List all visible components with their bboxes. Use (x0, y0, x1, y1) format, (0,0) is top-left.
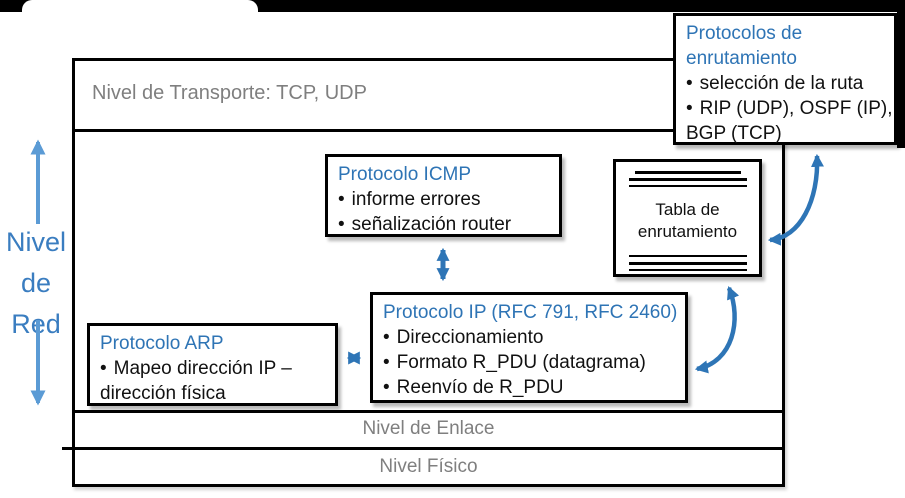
bullet-dot: • (686, 73, 693, 94)
ip-bullet-3: • Reenvío de R_PDU (383, 375, 675, 400)
network-level-line1: Nivel (5, 227, 66, 257)
table-lines-icon (634, 171, 741, 174)
divider-tick (62, 447, 74, 450)
protocol-stack-frame (72, 58, 785, 487)
routing-table-box: Tabla de enrutamiento (613, 159, 762, 277)
network-level-line2: de (20, 268, 52, 298)
bullet-dot: • (338, 189, 345, 210)
ip-bullet-2-text: Formato R_PDU (datagrama) (396, 352, 646, 373)
routing-protocols-bullet-2: • RIP (UDP), OSPF (IP), (686, 96, 893, 121)
table-lines-icon (628, 185, 747, 187)
bullet-dot: • (100, 358, 107, 379)
ip-box: Protocolo IP (RFC 791, RFC 2460) • Direcc… (370, 292, 688, 403)
bullet-dot: • (686, 98, 693, 119)
routing-protocols-box: Protocolos de enrutamiento • selección de… (673, 13, 897, 145)
routing-protocols-bullet-2-text: RIP (UDP), OSPF (IP), (699, 98, 893, 119)
table-lines-icon (628, 178, 747, 181)
transport-network-divider (72, 129, 785, 132)
table-lines-icon (628, 261, 747, 265)
bullet-dot: • (383, 327, 390, 348)
arp-box: Protocolo ARP • Mapeo dirección IP – dire… (87, 323, 338, 406)
routing-protocols-bullet-1-text: selección de la ruta (699, 73, 864, 94)
bullet-dot: • (383, 377, 390, 398)
table-lines-icon (628, 269, 747, 271)
transport-layer-label: Nivel de Transporte: TCP, UDP (92, 82, 367, 104)
icmp-bullet-2: • señalización router (338, 212, 549, 237)
routing-table-label: Tabla de enrutamiento (637, 200, 738, 241)
link-physical-divider (72, 447, 785, 450)
routing-protocols-bullet-2-cont: BGP (TCP) (686, 123, 782, 144)
routing-protocols-title: Protocolos de enrutamiento (686, 23, 803, 69)
slide-rounded-tab (22, 0, 258, 12)
network-link-divider (72, 410, 785, 413)
arp-bullet-1-text: Mapeo dirección IP – (113, 358, 292, 379)
arp-bullet-1: • Mapeo dirección IP – (100, 356, 325, 381)
bullet-dot: • (383, 352, 390, 373)
slide-right-border (897, 0, 905, 148)
icmp-bullet-1: • informe errores (338, 187, 549, 212)
network-level-line3: Red (11, 309, 61, 339)
ip-bullet-1: • Direccionamiento (383, 325, 675, 350)
icmp-box: Protocolo ICMP • informe errores • señaliz… (325, 154, 562, 237)
ip-bullet-2: • Formato R_PDU (datagrama) (383, 350, 675, 375)
arp-title: Protocolo ARP (100, 333, 224, 354)
arp-bullet-1-cont: dirección física (100, 383, 226, 404)
icmp-title: Protocolo ICMP (338, 164, 472, 185)
network-level-label: Nivel de Red (0, 222, 72, 345)
link-layer-label: Nivel de Enlace (362, 418, 495, 439)
icmp-bullet-1-text: informe errores (351, 189, 481, 210)
ip-title: Protocolo IP (RFC 791, RFC 2460) (383, 302, 678, 323)
ip-bullet-1-text: Direccionamiento (396, 327, 544, 348)
table-lines-icon (628, 255, 747, 257)
ip-bullet-3-text: Reenvío de R_PDU (396, 377, 564, 398)
icmp-bullet-2-text: señalización router (351, 214, 512, 235)
bullet-dot: • (338, 214, 345, 235)
routing-protocols-bullet-1: • selección de la ruta (686, 71, 884, 96)
physical-layer-label: Nivel Físico (379, 456, 478, 477)
